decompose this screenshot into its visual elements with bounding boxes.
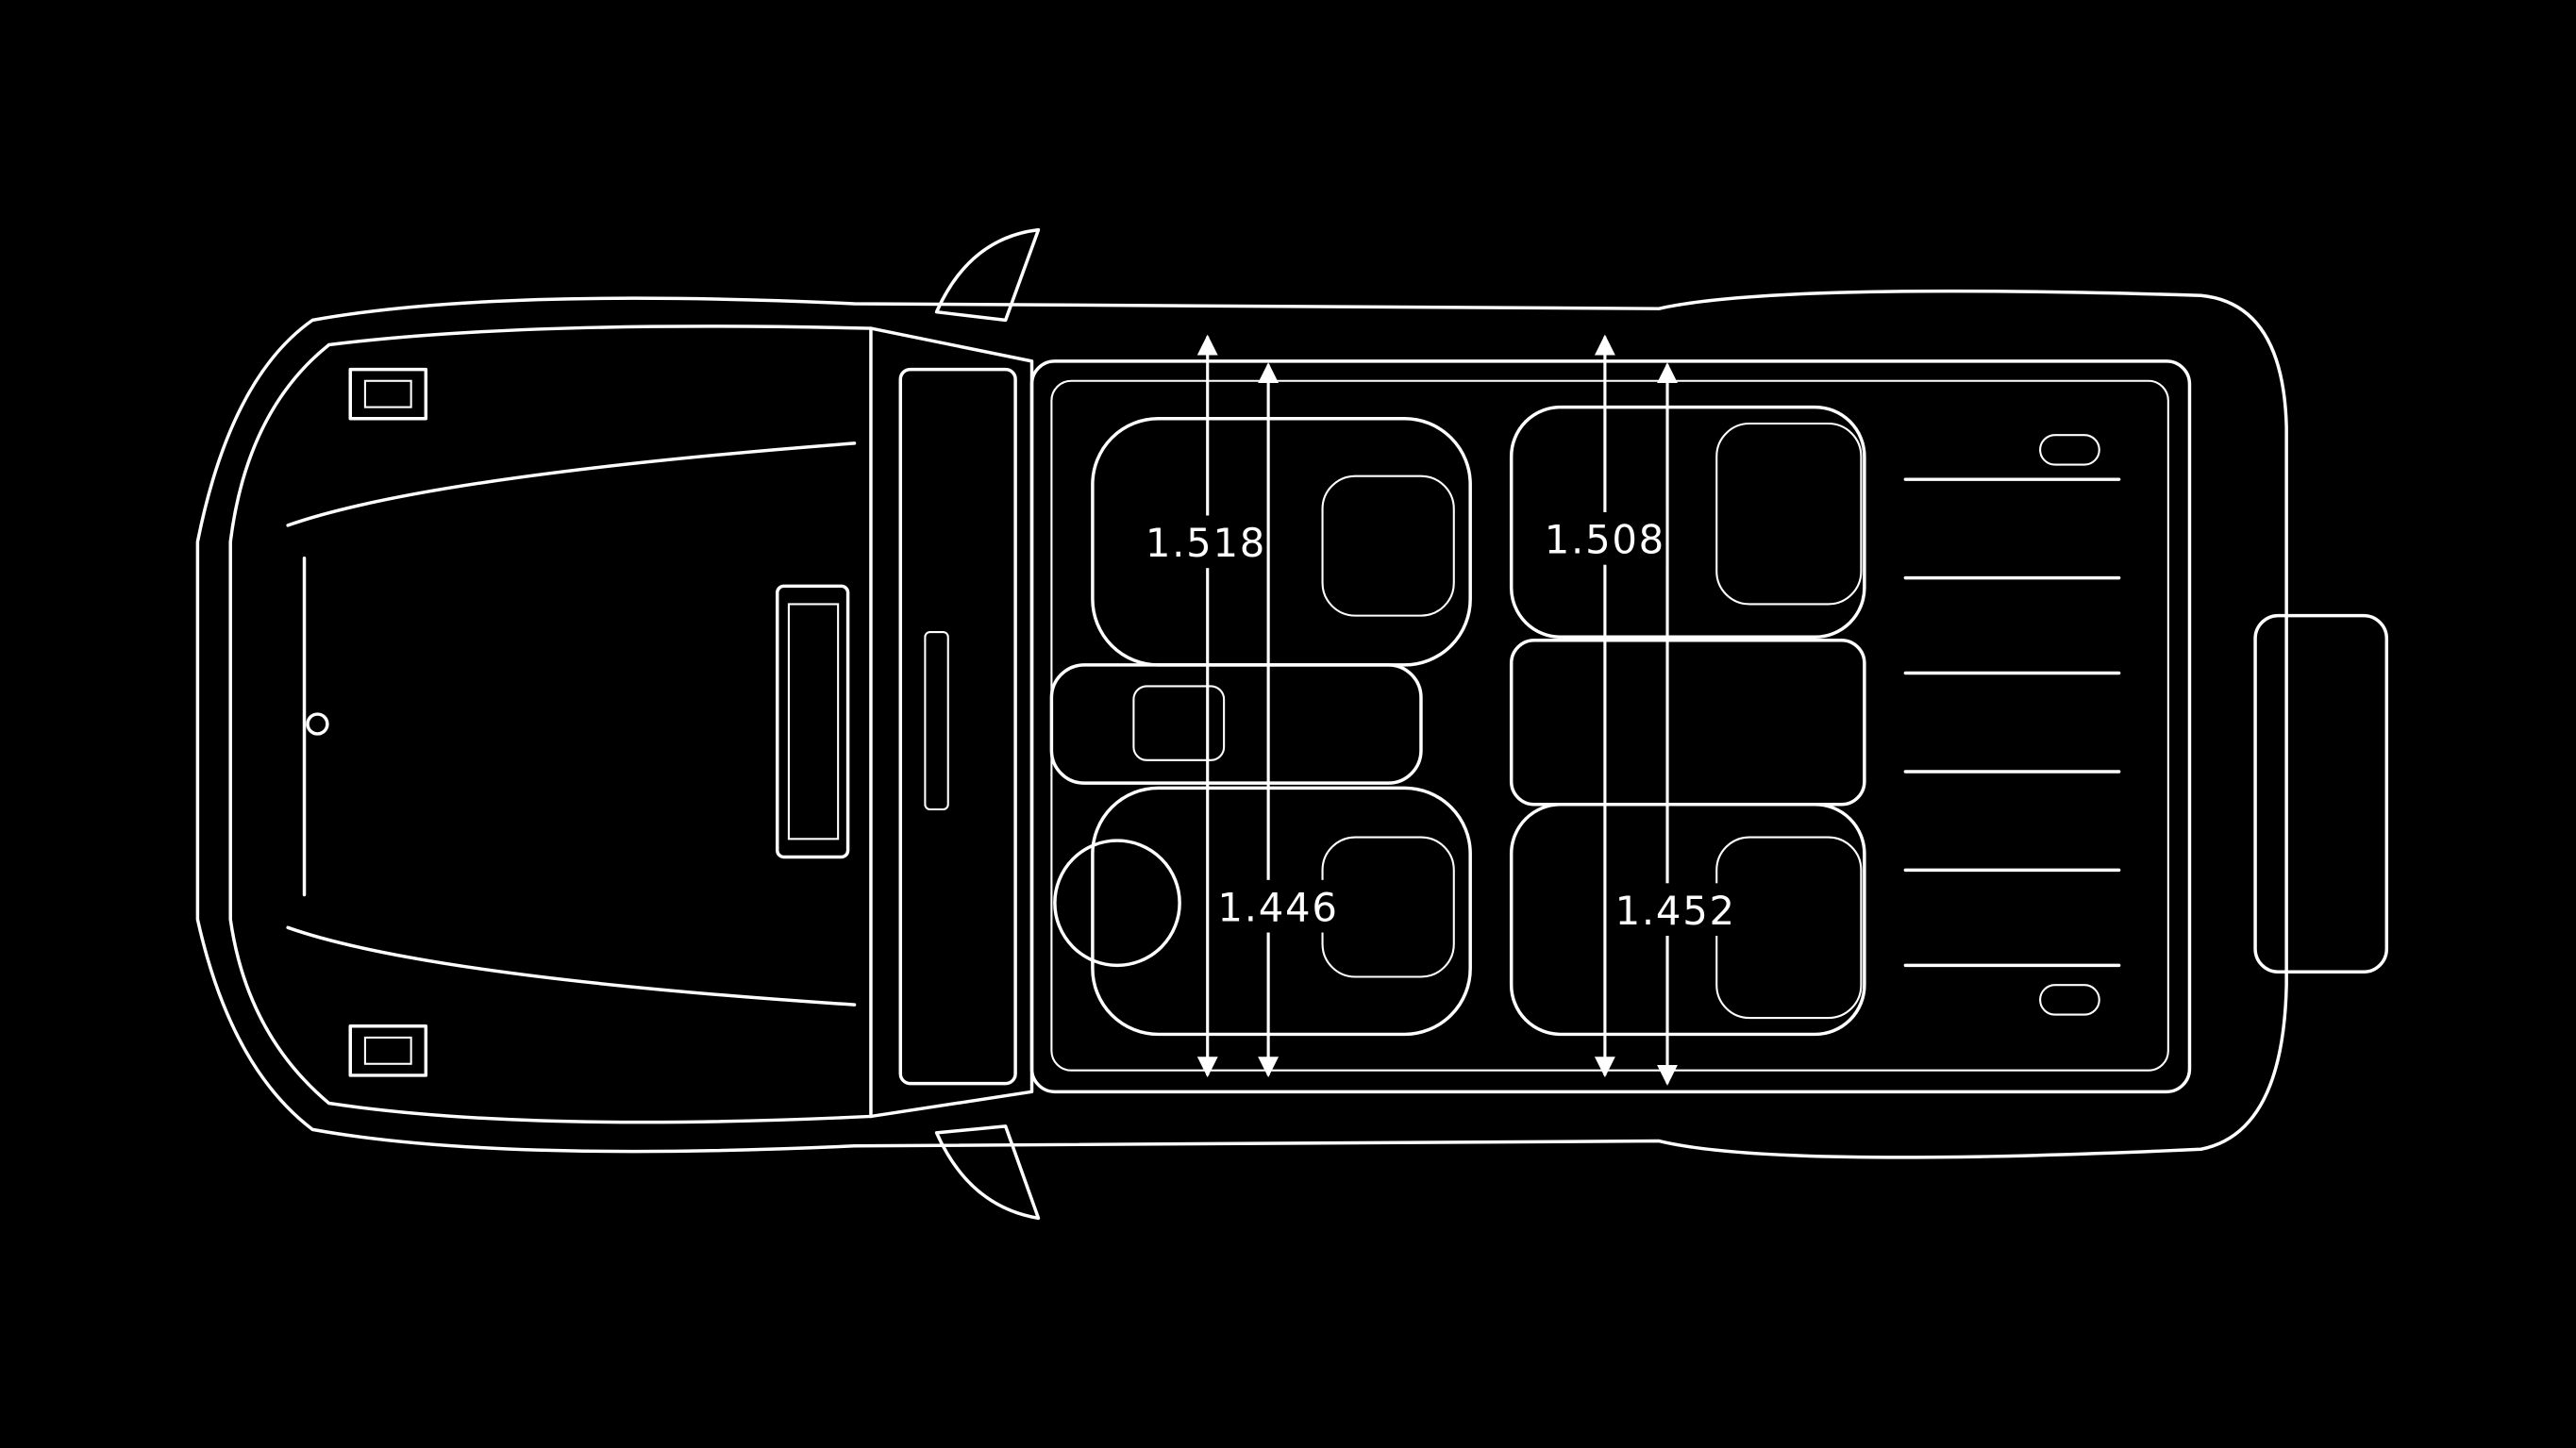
dashboard [869, 326, 1034, 1119]
dimension-arrows [1196, 334, 1678, 1086]
label-rear-shoulder-width: 1.508 [1545, 517, 1665, 563]
center-console [1049, 663, 1423, 785]
steering-wheel [1053, 839, 1181, 968]
label-front-elbow-width: 1.446 [1217, 884, 1338, 930]
rear-bench-seat [1509, 405, 1866, 1037]
cabin-outline [1029, 359, 2192, 1094]
cargo-floor-rails [1903, 434, 2121, 1016]
hood-vent [776, 584, 850, 859]
headlight-left [348, 367, 428, 421]
mirror-top [934, 227, 1041, 323]
spare-wheel [2253, 613, 2389, 974]
car-body-outline [195, 289, 2288, 1159]
label-front-shoulder-width: 1.518 [1146, 520, 1266, 566]
front-seat-right [1053, 786, 1472, 1037]
mirror-bottom [934, 1124, 1041, 1221]
label-rear-elbow-width: 1.452 [1615, 888, 1736, 934]
headlight-right [348, 1024, 428, 1077]
